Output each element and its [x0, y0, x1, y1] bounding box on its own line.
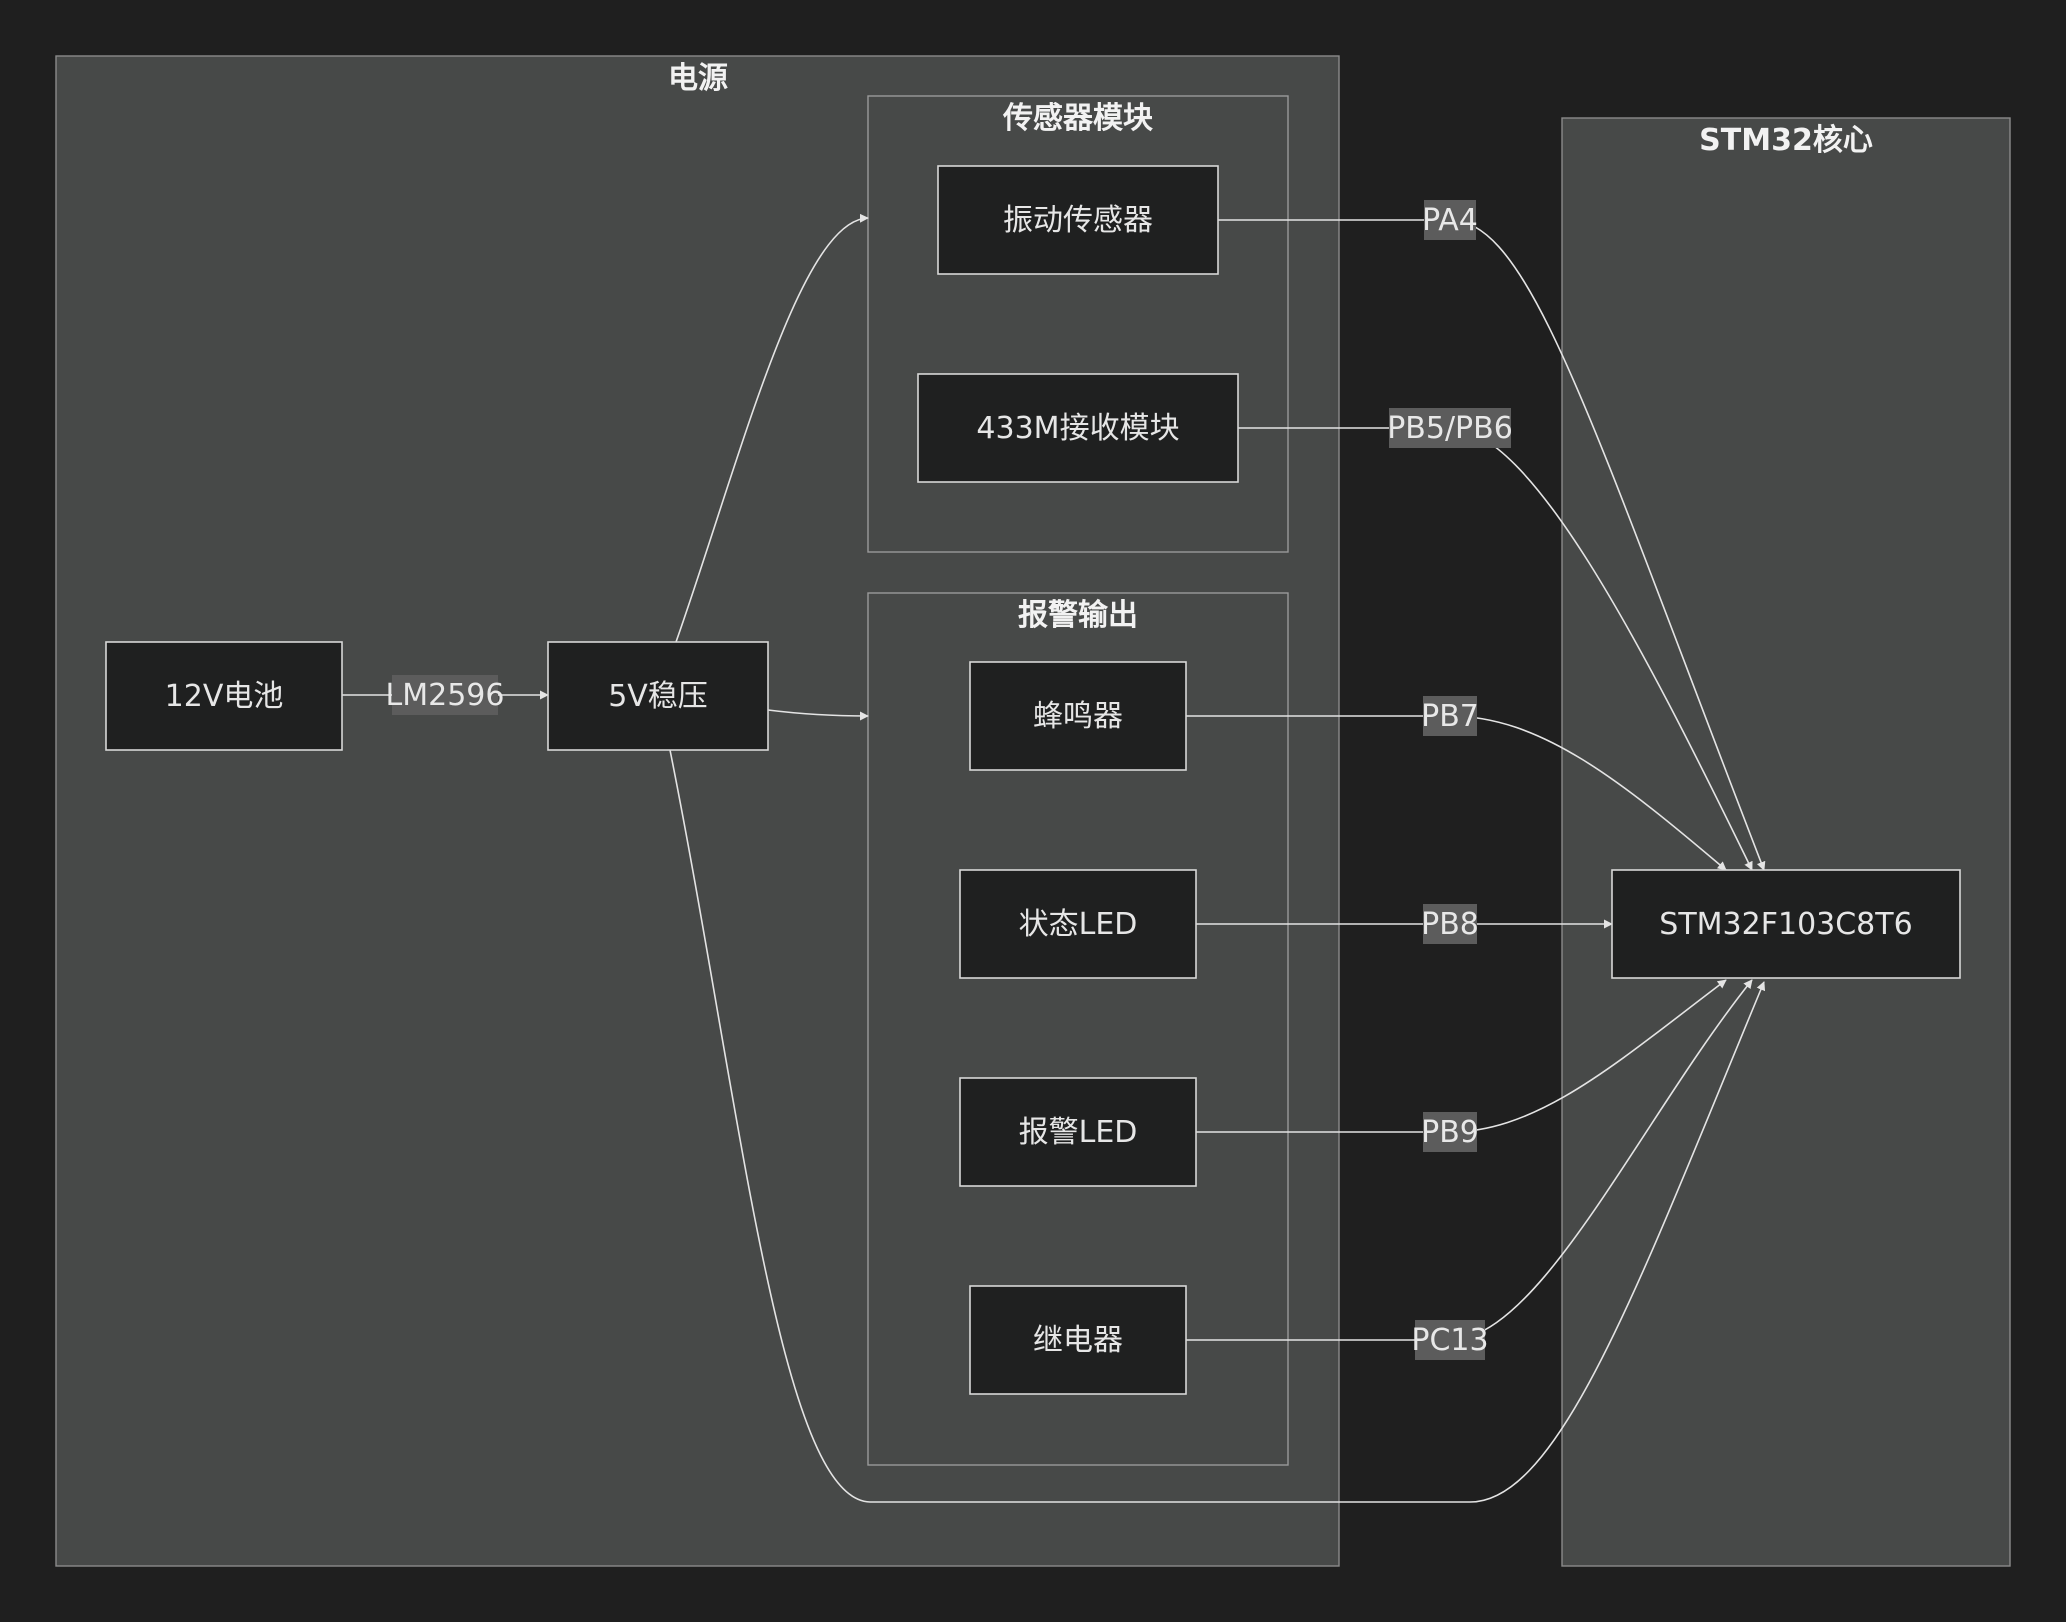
- edge-labels: LM2596 PA4 PB5/PB6 PB7 PB8 PB9 PC13: [386, 200, 1513, 1360]
- label-pb5-pb6: PB5/PB6: [1387, 408, 1513, 448]
- edge-vibration-mcu: [1218, 219, 1766, 871]
- label-pb8: PB8: [1421, 904, 1479, 944]
- label-lm2596-text: LM2596: [386, 678, 505, 713]
- node-relay: 继电器: [969, 1285, 1187, 1395]
- label-pb9: PB9: [1421, 1112, 1479, 1152]
- stm32-cluster-box: [1561, 117, 2011, 1567]
- label-pb7-text: PB7: [1421, 699, 1479, 734]
- edge-regulator-alarm: [767, 709, 869, 721]
- node-status-led: 状态LED: [959, 869, 1197, 979]
- node-mcu-label: STM32F103C8T6: [1659, 907, 1912, 942]
- sensor-cluster-title: 传感器模块: [1002, 101, 1153, 136]
- stm32-cluster-title: STM32核心: [1699, 123, 1873, 158]
- edge-regulator-mcu: [669, 749, 1766, 1503]
- power-cluster-title: 电源: [668, 61, 728, 96]
- node-receiver-label: 433M接收模块: [976, 411, 1179, 446]
- edge-regulator-sensor: [675, 213, 869, 643]
- node-vibration: 振动传感器: [937, 165, 1219, 275]
- label-pb5-pb6-text: PB5/PB6: [1387, 411, 1513, 446]
- node-battery: 12V电池: [105, 641, 343, 751]
- label-pb9-text: PB9: [1421, 1115, 1479, 1150]
- label-pa4-text: PA4: [1422, 203, 1478, 238]
- node-alarm-led: 报警LED: [959, 1077, 1197, 1187]
- sensor-cluster: 传感器模块: [867, 95, 1289, 553]
- label-pb7: PB7: [1421, 696, 1479, 736]
- node-vibration-label: 振动传感器: [1003, 203, 1153, 238]
- label-pc13: PC13: [1411, 1320, 1489, 1360]
- node-receiver: 433M接收模块: [917, 373, 1239, 483]
- label-pb8-text: PB8: [1421, 907, 1479, 942]
- stm32-cluster: STM32核心: [1561, 117, 2011, 1567]
- node-status-led-label: 状态LED: [1019, 907, 1138, 942]
- node-regulator-label: 5V稳压: [608, 679, 708, 714]
- node-mcu: STM32F103C8T6: [1611, 869, 1961, 979]
- node-alarm-led-label: 报警LED: [1019, 1115, 1138, 1150]
- node-relay-label: 继电器: [1033, 1323, 1123, 1358]
- alarm-cluster-title: 报警输出: [1018, 598, 1138, 633]
- node-buzzer: 蜂鸣器: [969, 661, 1187, 771]
- label-lm2596: LM2596: [386, 675, 505, 715]
- node-battery-label: 12V电池: [165, 679, 284, 714]
- sensor-cluster-box: [867, 95, 1289, 553]
- node-regulator: 5V稳压: [547, 641, 769, 751]
- label-pa4: PA4: [1422, 200, 1478, 240]
- label-pc13-text: PC13: [1411, 1323, 1488, 1358]
- node-buzzer-label: 蜂鸣器: [1033, 699, 1123, 734]
